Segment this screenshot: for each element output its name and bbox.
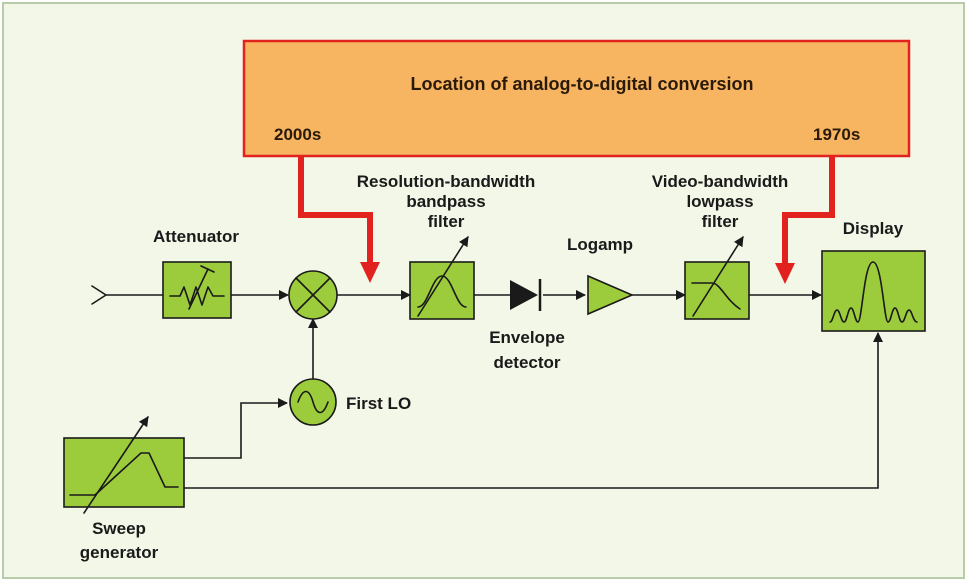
- logamp-block: Logamp: [567, 235, 635, 316]
- vbw-filter-label-line-1: Video-bandwidth: [652, 172, 789, 191]
- attenuator-block: Attenuator: [153, 227, 239, 319]
- vbw-filter-label-line-3: filter: [702, 212, 739, 231]
- lowpass-curve-icon: [691, 282, 741, 310]
- amplifier-triangle-icon: [587, 274, 635, 316]
- spectrum-trace-icon: [829, 261, 918, 323]
- mixer-block: [288, 270, 338, 320]
- envelope-detector-label-line-1: Envelope: [489, 328, 565, 347]
- resistor-arrow-icon: [169, 265, 225, 310]
- sweep-generator-label-line-2: generator: [80, 543, 159, 562]
- sawtooth-ramp-icon: [69, 452, 179, 496]
- display-block: Display: [821, 219, 926, 332]
- envelope-detector-block: Envelope detector: [489, 279, 565, 372]
- logamp-label: Logamp: [567, 235, 633, 254]
- vbw-filter-label-line-2: lowpass: [686, 192, 753, 211]
- conversion-arrow-1970s: [775, 153, 835, 284]
- sweep-generator-block: Sweep generator: [63, 416, 185, 562]
- signal-wires: [91, 285, 883, 489]
- display-label: Display: [843, 219, 904, 238]
- rbw-filter-label-line-3: filter: [428, 212, 465, 231]
- first-lo-block: First LO: [289, 378, 411, 426]
- first-lo-label: First LO: [346, 394, 411, 413]
- era-1970s-label: 1970s: [813, 125, 860, 144]
- bandpass-curve-icon: [417, 275, 467, 308]
- adc-location-banner: Location of analog-to-digital conversion…: [242, 39, 911, 158]
- envelope-detector-label-line-2: detector: [493, 353, 560, 372]
- sweep-generator-label-line-1: Sweep: [92, 519, 146, 538]
- vbw-filter-block: Video-bandwidth lowpass filter: [652, 172, 789, 320]
- banner-title: Location of analog-to-digital conversion: [410, 74, 753, 94]
- diode-icon: [510, 279, 542, 311]
- rbw-filter-block: Resolution-bandwidth bandpass filter: [357, 172, 535, 320]
- attenuator-label: Attenuator: [153, 227, 239, 246]
- era-2000s-label: 2000s: [274, 125, 321, 144]
- conversion-arrow-2000s: [298, 153, 380, 283]
- sine-wave-icon: [297, 390, 329, 414]
- rbw-filter-label-line-1: Resolution-bandwidth: [357, 172, 535, 191]
- rbw-filter-label-line-2: bandpass: [406, 192, 485, 211]
